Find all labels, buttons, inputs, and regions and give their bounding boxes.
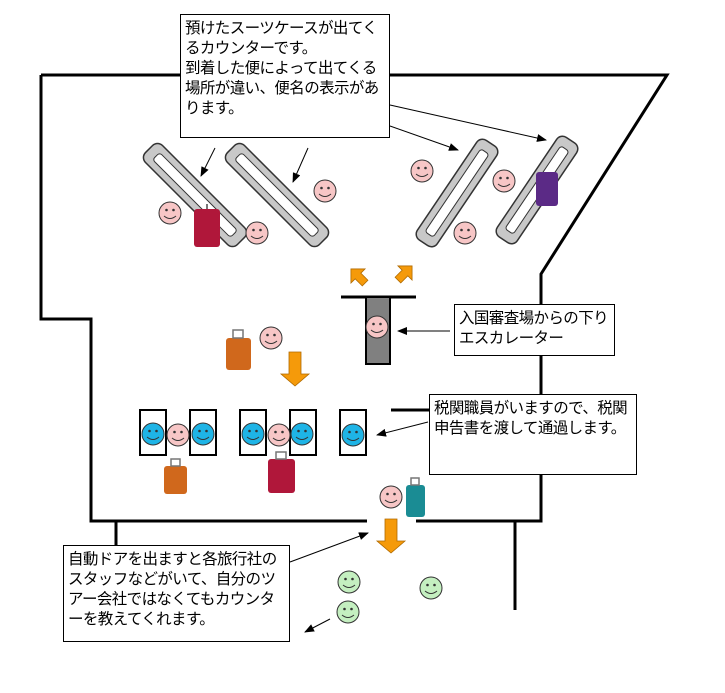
traveler-icon [365,315,389,339]
callout-baggage-claim: 預けたスーツケースが出てくるカウンターです。 到着した便によって出てくる場所が違… [180,14,390,138]
up-right-arrow-icon [394,265,413,284]
traveler-icon [453,221,477,245]
baggage-carousel [224,142,330,248]
traveler-icon [158,201,182,225]
traveler-icon [410,159,434,183]
traveler-icon [379,485,403,509]
customs-booth [339,409,367,456]
callout-customs: 税関職員がいますので、税関申告書を渡して通過します。 [429,394,637,475]
customs-officer-icon [341,423,365,447]
customs-booth [139,409,167,456]
wall-left [39,75,367,523]
wall-right [41,73,670,523]
suitcase-icon [406,477,425,517]
traveler-icon [492,169,516,193]
customs-officer-icon [191,422,215,446]
customs-booth [189,409,217,456]
baggage-carousel [415,138,499,248]
up-left-arrow-icon [350,268,369,287]
down-arrow-icon [279,351,311,387]
traveler-icon [267,423,291,447]
callout-escalator: 入国審査場からの下りエスカレーター [454,304,615,356]
callout-exit: 自動ドアを出ますと各旅行社のスタッフなどがいて、自分のツアー会社ではなくてもカウ… [63,545,290,642]
tour-staff-icon [337,570,361,594]
suitcase-icon [194,204,220,247]
suitcase-icon [536,172,558,206]
callout-pointers [200,104,547,633]
traveler-icon [313,179,337,203]
customs-officer-icon [141,422,165,446]
suitcase-icon [268,451,295,493]
tour-staff-icon [336,600,360,624]
customs-booth [239,409,267,456]
suitcase-icon [226,329,251,370]
customs-officer-icon [241,422,265,446]
traveler-icon [259,326,283,350]
traveler-icon [245,221,269,245]
down-arrow-icon [375,518,407,554]
customs-officer-icon [290,422,314,446]
tour-staff-faces [336,570,443,624]
traveler-icon [166,423,190,447]
tour-staff-icon [419,576,443,600]
suitcase-icon [164,458,187,494]
